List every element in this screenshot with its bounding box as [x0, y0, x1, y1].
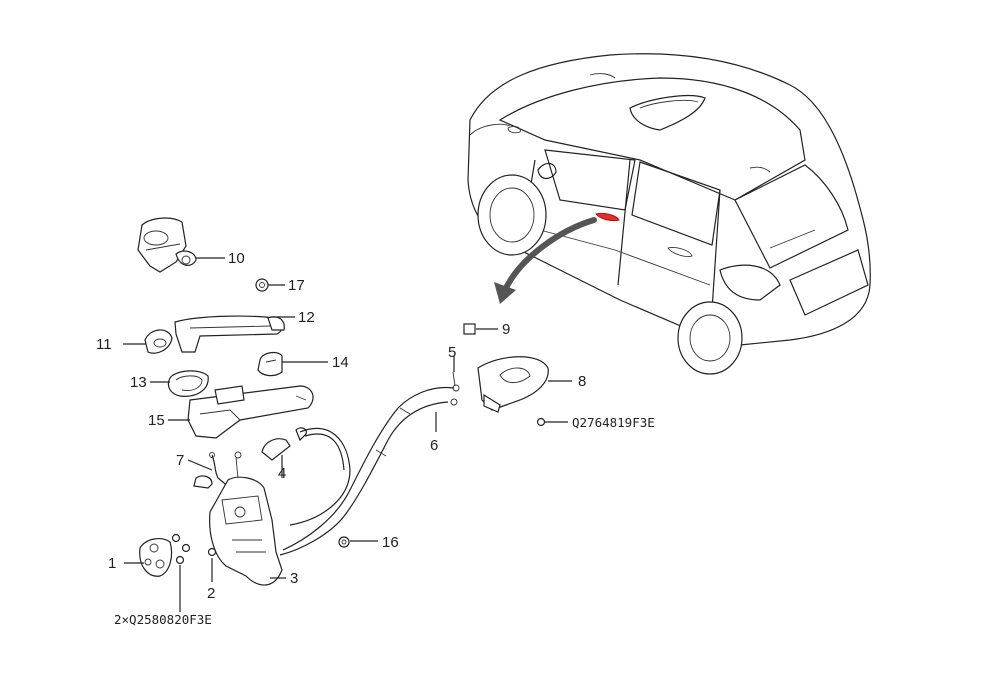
part-door-latch — [193, 451, 283, 586]
callout-5: 5 — [448, 344, 456, 361]
part-handle-frame — [187, 385, 314, 439]
part-seal-ring — [167, 370, 209, 397]
callout-12: 12 — [298, 309, 315, 326]
part-handle-end-cap — [144, 329, 173, 354]
callout-14: 14 — [332, 354, 349, 371]
highlighted-door-handle — [595, 212, 620, 222]
part-lock-rod — [209, 452, 231, 489]
part-outside-handle — [174, 315, 285, 353]
callout-3: 3 — [290, 570, 298, 587]
callout-8: 8 — [578, 373, 586, 390]
bolt-part-code: 2×Q2580820F3E — [114, 612, 212, 627]
part-release-cables — [279, 371, 460, 556]
callout-15: 15 — [148, 412, 165, 429]
part-inside-handle — [477, 356, 549, 413]
callout-6: 6 — [430, 437, 438, 454]
callout-11: 11 — [96, 336, 112, 353]
part-screw — [536, 417, 546, 427]
part-nut — [255, 278, 269, 292]
callout-13: 13 — [130, 374, 147, 391]
callout-9: 9 — [502, 321, 510, 338]
callout-7: 7 — [176, 452, 184, 469]
vehicle-outline — [467, 53, 871, 375]
leader-lines — [123, 257, 572, 612]
part-clip — [463, 323, 476, 335]
part-cable-clip — [261, 427, 307, 461]
callout-17: 17 — [288, 277, 305, 294]
screw-part-code: Q2764819F3E — [572, 415, 655, 430]
part-bolts — [171, 533, 217, 565]
callout-labels: 10 17 12 11 14 13 15 7 4 5 9 6 8 Q276481… — [96, 250, 655, 627]
callout-10: 10 — [228, 250, 245, 267]
part-handle-gasket — [257, 351, 283, 377]
callout-4: 4 — [278, 465, 286, 482]
part-striker-plate — [139, 538, 173, 577]
callout-16: 16 — [382, 534, 399, 551]
part-outside-handle-bracket — [137, 217, 197, 273]
callout-1: 1 — [108, 555, 116, 572]
callout-2: 2 — [207, 585, 215, 602]
callout-arrow — [494, 217, 597, 304]
part-hex-nut — [338, 536, 350, 548]
